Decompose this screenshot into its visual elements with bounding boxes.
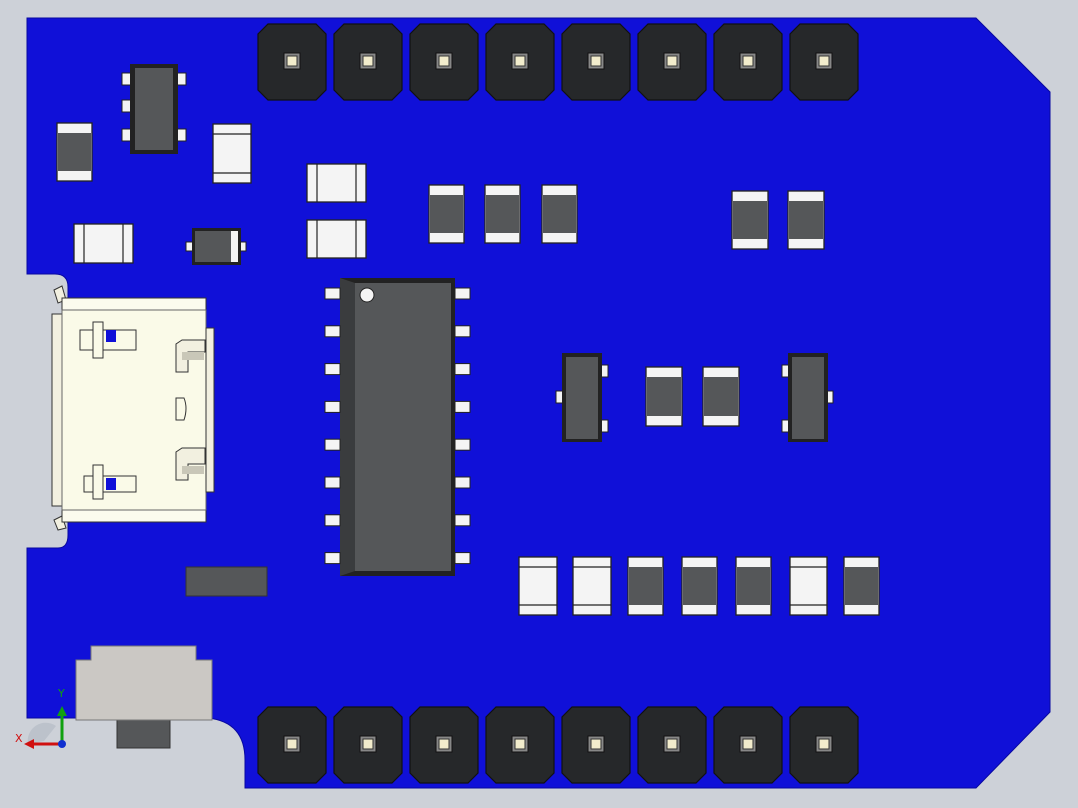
capacitor-12[interactable] — [627, 556, 664, 616]
top-pin-header[interactable] — [257, 23, 859, 101]
resistor-11[interactable] — [572, 556, 612, 616]
ic-lead-right — [454, 363, 471, 376]
bottom-header-pin-7[interactable] — [713, 706, 783, 784]
capacitor-5[interactable] — [541, 184, 578, 244]
resistor-15[interactable] — [789, 556, 828, 616]
ic-lead-left — [324, 514, 341, 527]
capacitor-9[interactable] — [702, 366, 740, 427]
top-header-pin-4[interactable] — [485, 23, 555, 101]
sot23-5-package[interactable] — [121, 64, 187, 154]
bottom-header-pin-5[interactable] — [561, 706, 631, 784]
coordinate-triad: X Y — [14, 686, 74, 756]
ic-lead-left — [324, 438, 341, 451]
resistor-horizontal-2[interactable] — [306, 163, 367, 203]
silkscreen-block[interactable] — [185, 566, 268, 597]
z-axis-cone — [27, 722, 56, 744]
bottom-header-pin-2[interactable] — [333, 706, 403, 784]
capacitor-14[interactable] — [735, 556, 772, 616]
x-axis-arrow — [24, 739, 34, 749]
capacitor-4[interactable] — [484, 184, 521, 244]
capacitor-13[interactable] — [681, 556, 718, 616]
top-header-pin-2[interactable] — [333, 23, 403, 101]
bottom-header-pin-1[interactable] — [257, 706, 327, 784]
ic-lead-right — [454, 552, 471, 565]
resistor-horizontal-3[interactable] — [306, 219, 367, 259]
ic-lead-right — [454, 438, 471, 451]
ic-lead-left — [324, 476, 341, 489]
capacitor-16[interactable] — [843, 556, 880, 616]
ic-lead-left — [324, 400, 341, 413]
resistor-2[interactable] — [212, 123, 252, 184]
soic-16-ic[interactable] — [324, 278, 471, 576]
ic-lead-right — [454, 287, 471, 300]
bottom-header-pin-6[interactable] — [637, 706, 707, 784]
diode[interactable] — [185, 228, 247, 265]
bottom-header-pin-4[interactable] — [485, 706, 555, 784]
usb-c-connector[interactable] — [51, 285, 215, 531]
bottom-pin-header[interactable] — [257, 706, 859, 784]
ic-lead-left — [324, 552, 341, 565]
ic-lead-left — [324, 325, 341, 338]
top-header-pin-6[interactable] — [637, 23, 707, 101]
y-axis-label: Y — [58, 687, 65, 700]
ic-lead-left — [324, 363, 341, 376]
capacitor-7[interactable] — [787, 190, 825, 250]
resistor-10[interactable] — [518, 556, 558, 616]
capacitor-6[interactable] — [731, 190, 769, 250]
top-header-pin-1[interactable] — [257, 23, 327, 101]
top-header-pin-8[interactable] — [789, 23, 859, 101]
sot23-package-right[interactable] — [781, 353, 834, 442]
sot23-package-left[interactable] — [555, 353, 609, 442]
bottom-header-pin-3[interactable] — [409, 706, 479, 784]
x-axis-label: X — [15, 732, 23, 745]
top-header-pin-3[interactable] — [409, 23, 479, 101]
resistor-horizontal-1[interactable] — [73, 223, 134, 264]
side-connector[interactable] — [75, 645, 213, 749]
capacitor-3[interactable] — [428, 184, 465, 244]
ic-lead-right — [454, 514, 471, 527]
top-header-pin-5[interactable] — [561, 23, 631, 101]
capacitor-1[interactable] — [56, 122, 93, 182]
top-header-pin-7[interactable] — [713, 23, 783, 101]
ic-lead-right — [454, 325, 471, 338]
bottom-header-pin-8[interactable] — [789, 706, 859, 784]
capacitor-8[interactable] — [645, 366, 683, 427]
ic-lead-right — [454, 476, 471, 489]
y-axis-arrow — [57, 706, 67, 716]
ic-lead-left — [324, 287, 341, 300]
ic-lead-right — [454, 400, 471, 413]
z-axis-dot — [58, 740, 66, 748]
